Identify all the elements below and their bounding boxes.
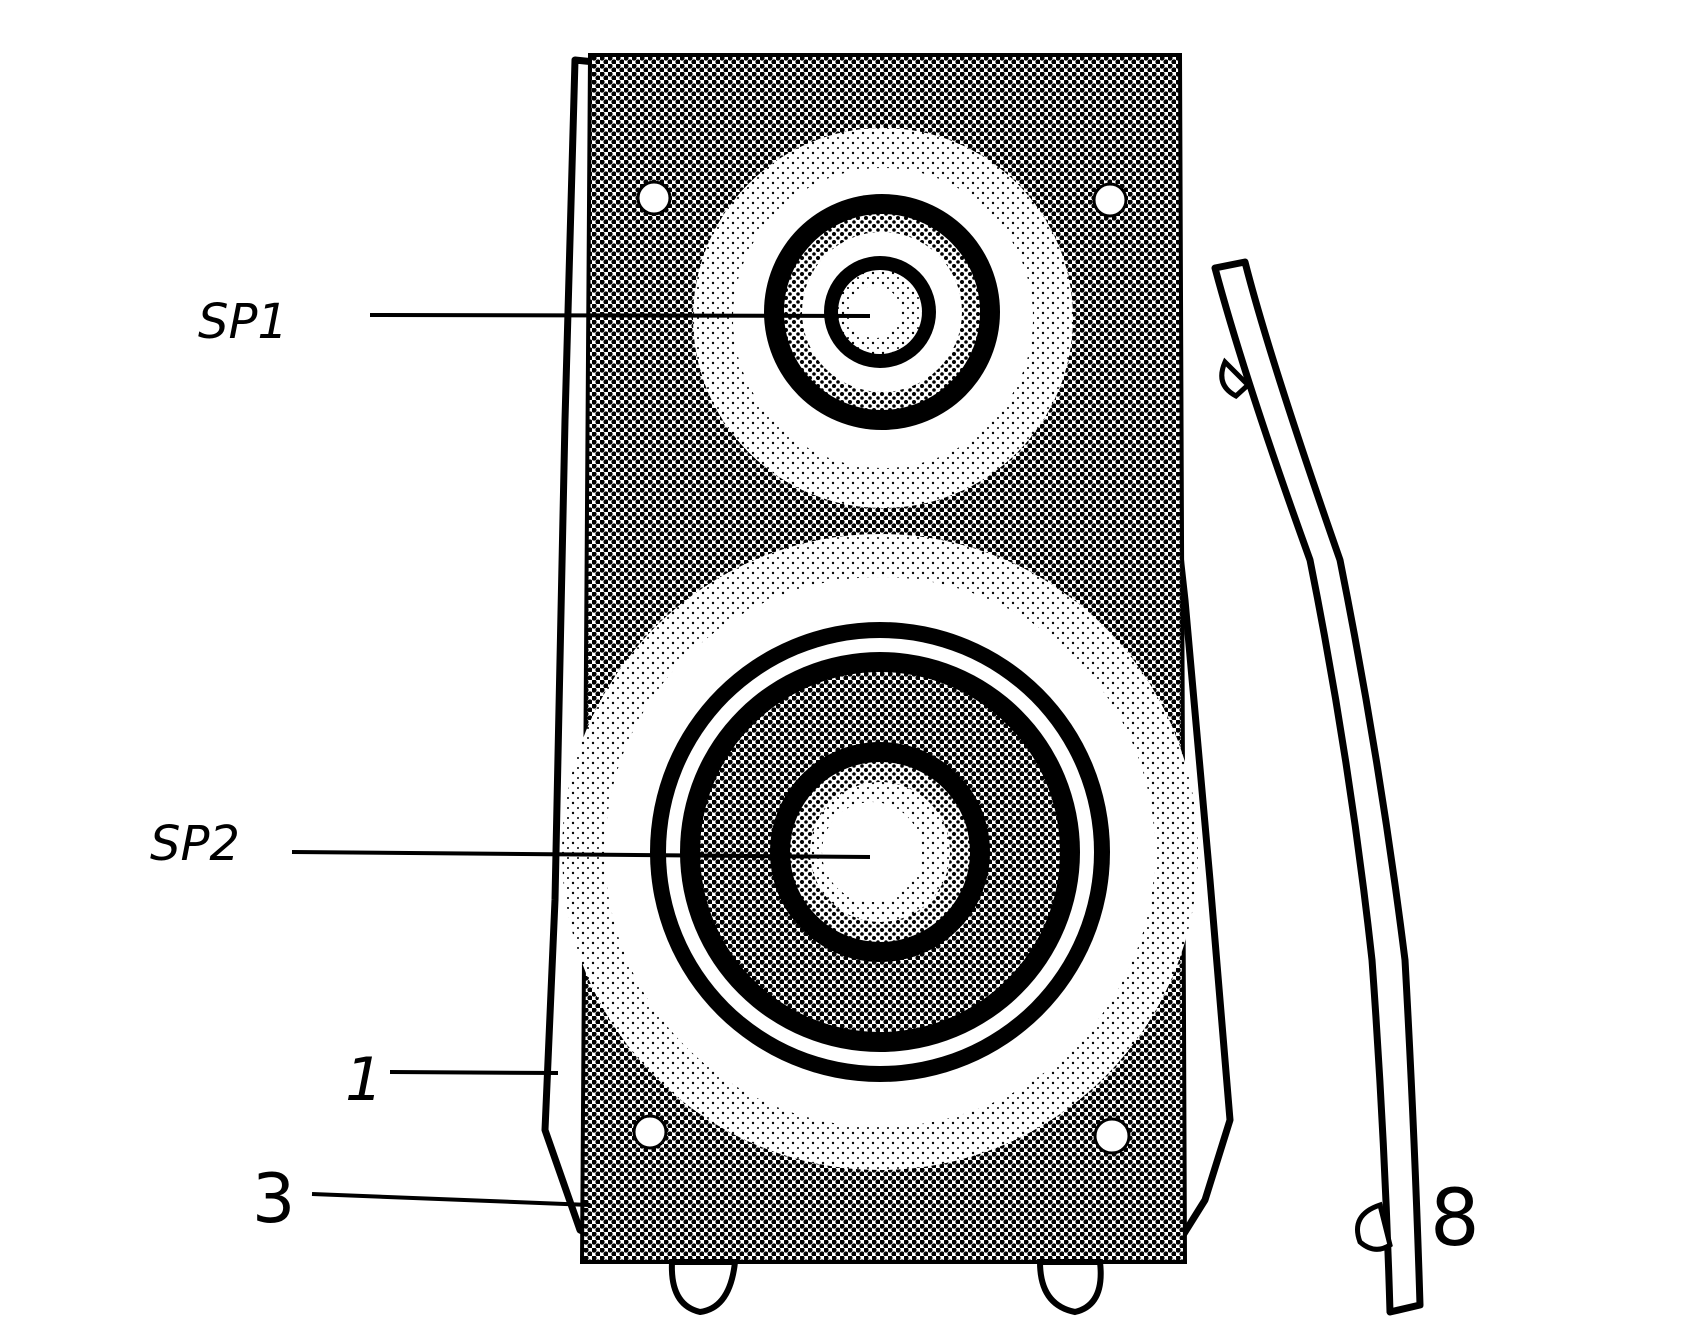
- cabinet-foot-left: [668, 1259, 739, 1316]
- label-cabinet: 1: [345, 1045, 383, 1115]
- cover-clip-top: [1219, 357, 1252, 400]
- label-sp2: SP2: [150, 816, 240, 872]
- label-grille: 3: [252, 1160, 295, 1239]
- mounting-hole-bottom-left: [632, 1114, 668, 1150]
- grille-cover-panel: [1211, 258, 1424, 1316]
- leader-line-sp2: [291, 850, 871, 859]
- leader-line-sp1: [369, 313, 871, 318]
- tweeter-sp1: [693, 128, 1073, 508]
- cover-clip-bottom: [1355, 1201, 1393, 1252]
- leader-line-grille: [311, 1192, 591, 1207]
- mounting-hole-top-left: [636, 180, 672, 216]
- label-sp1: SP1: [198, 294, 288, 350]
- mounting-hole-bottom-right: [1093, 1117, 1131, 1155]
- label-cover: 8: [1430, 1174, 1480, 1264]
- mounting-hole-top-right: [1092, 182, 1128, 218]
- cabinet-foot-right: [1036, 1259, 1104, 1316]
- leader-line-cabinet: [389, 1070, 559, 1075]
- woofer-sp2: [562, 534, 1198, 1170]
